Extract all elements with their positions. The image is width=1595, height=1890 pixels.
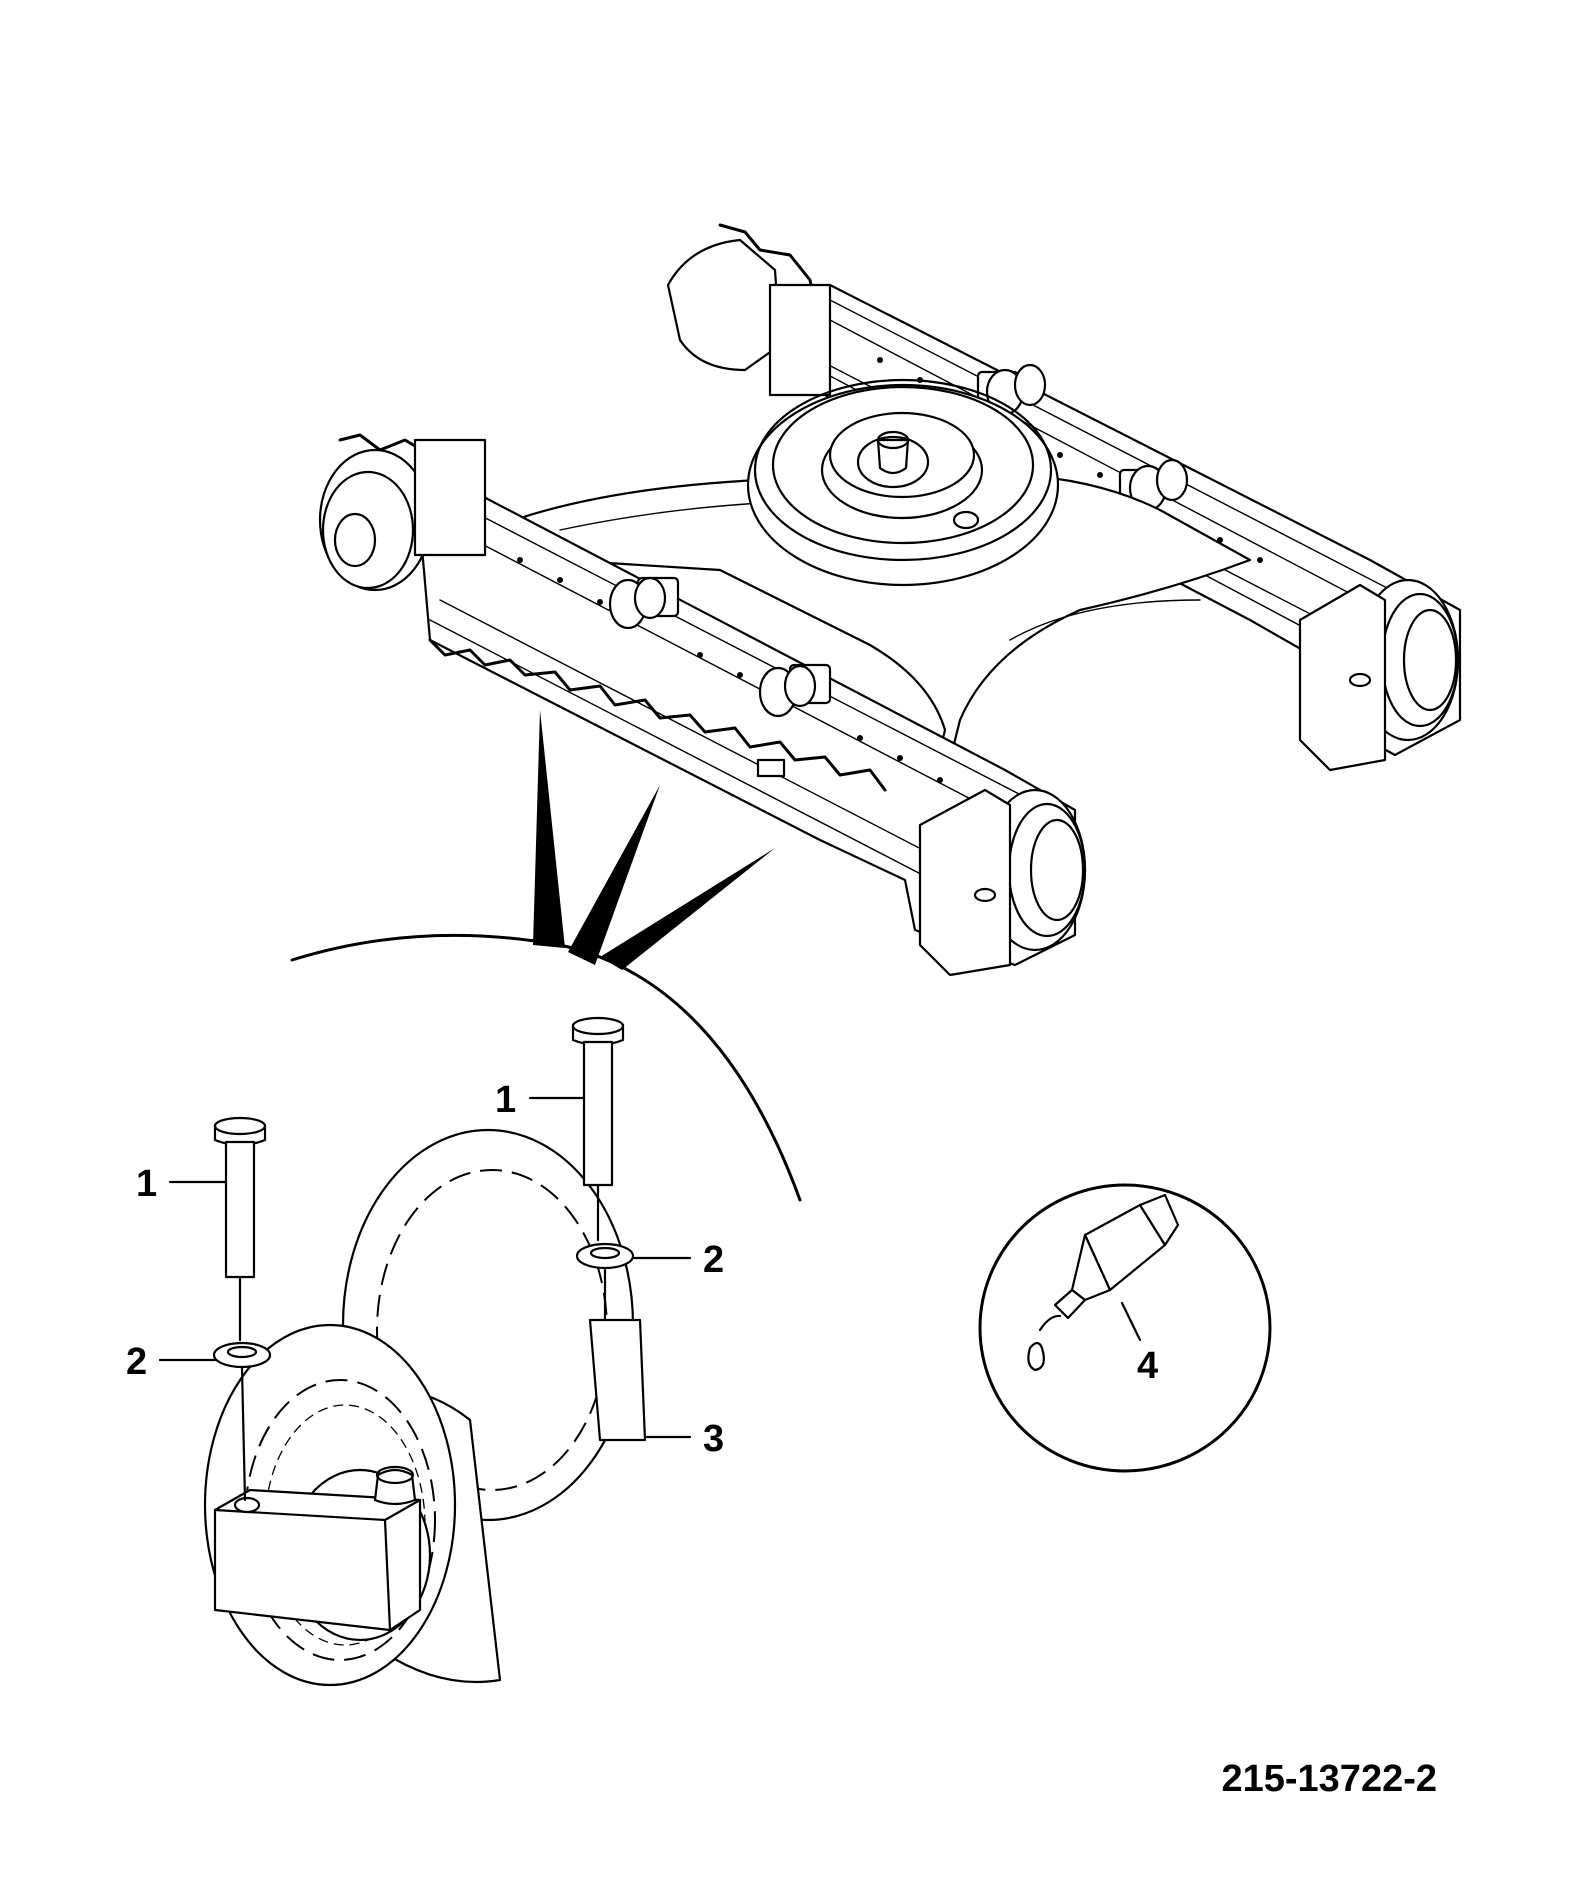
drawing-number: 215-13722-2 bbox=[1221, 1758, 1437, 1800]
carrier-roller-right-1 bbox=[976, 363, 1047, 416]
track-roller-assembly bbox=[203, 1128, 647, 1687]
callout-adhesive: 4 bbox=[1137, 1345, 1158, 1387]
callout-roller: 3 bbox=[703, 1418, 724, 1460]
undercarriage-frame bbox=[318, 223, 1462, 977]
carrier-roller-left-2 bbox=[758, 663, 832, 718]
adhesive-tube-icon bbox=[1027, 1193, 1180, 1372]
callout-bolt-left: 1 bbox=[136, 1163, 157, 1205]
idler-left bbox=[918, 788, 1087, 977]
washer-right bbox=[575, 1242, 635, 1322]
front-mounting-block bbox=[213, 1465, 422, 1632]
adhesive-detail bbox=[978, 1183, 1272, 1473]
detail-arc bbox=[290, 933, 802, 1202]
bolt-left bbox=[213, 1116, 267, 1342]
frame-slot bbox=[756, 758, 786, 778]
slew-ring bbox=[746, 378, 1060, 587]
center-body bbox=[453, 378, 1252, 772]
washer-left bbox=[212, 1341, 272, 1502]
detail-pointer bbox=[533, 710, 775, 970]
bolt-right bbox=[571, 1016, 625, 1242]
carrier-roller-right-2 bbox=[1118, 458, 1189, 512]
carrier-roller-left-1 bbox=[608, 576, 680, 630]
idler-right bbox=[1298, 578, 1460, 772]
leader-lines bbox=[158, 1096, 1142, 1439]
callout-bolt-right: 1 bbox=[495, 1079, 516, 1121]
left-track-frame bbox=[318, 433, 1087, 977]
sprocket-left bbox=[318, 433, 487, 592]
callout-washer-right: 2 bbox=[703, 1239, 724, 1281]
callout-washer-left: 2 bbox=[126, 1341, 147, 1383]
frame-holes bbox=[517, 357, 1263, 783]
